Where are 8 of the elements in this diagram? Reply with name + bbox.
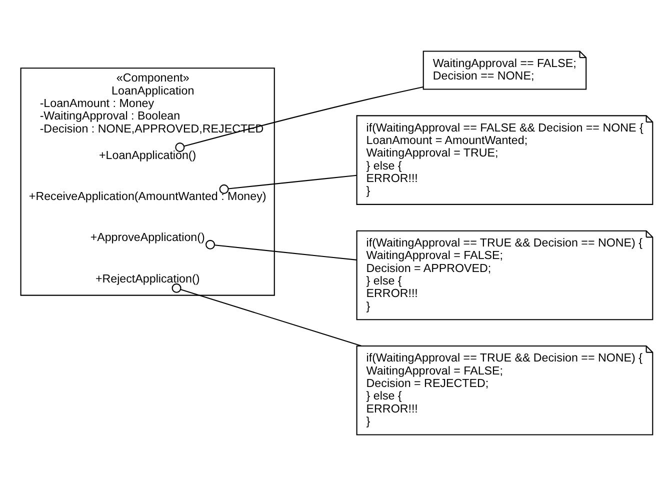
connector [219, 174, 357, 194]
node-text: +RejectApplication() [95, 272, 200, 285]
node-text: +LoanApplication() [99, 148, 196, 162]
connector [175, 86, 424, 152]
connector [206, 239, 357, 260]
connector [172, 282, 362, 346]
node-text: +ReceiveApplication(AmountWanted : Money) [28, 189, 266, 202]
node-text: +ApproveApplication() [90, 230, 205, 244]
